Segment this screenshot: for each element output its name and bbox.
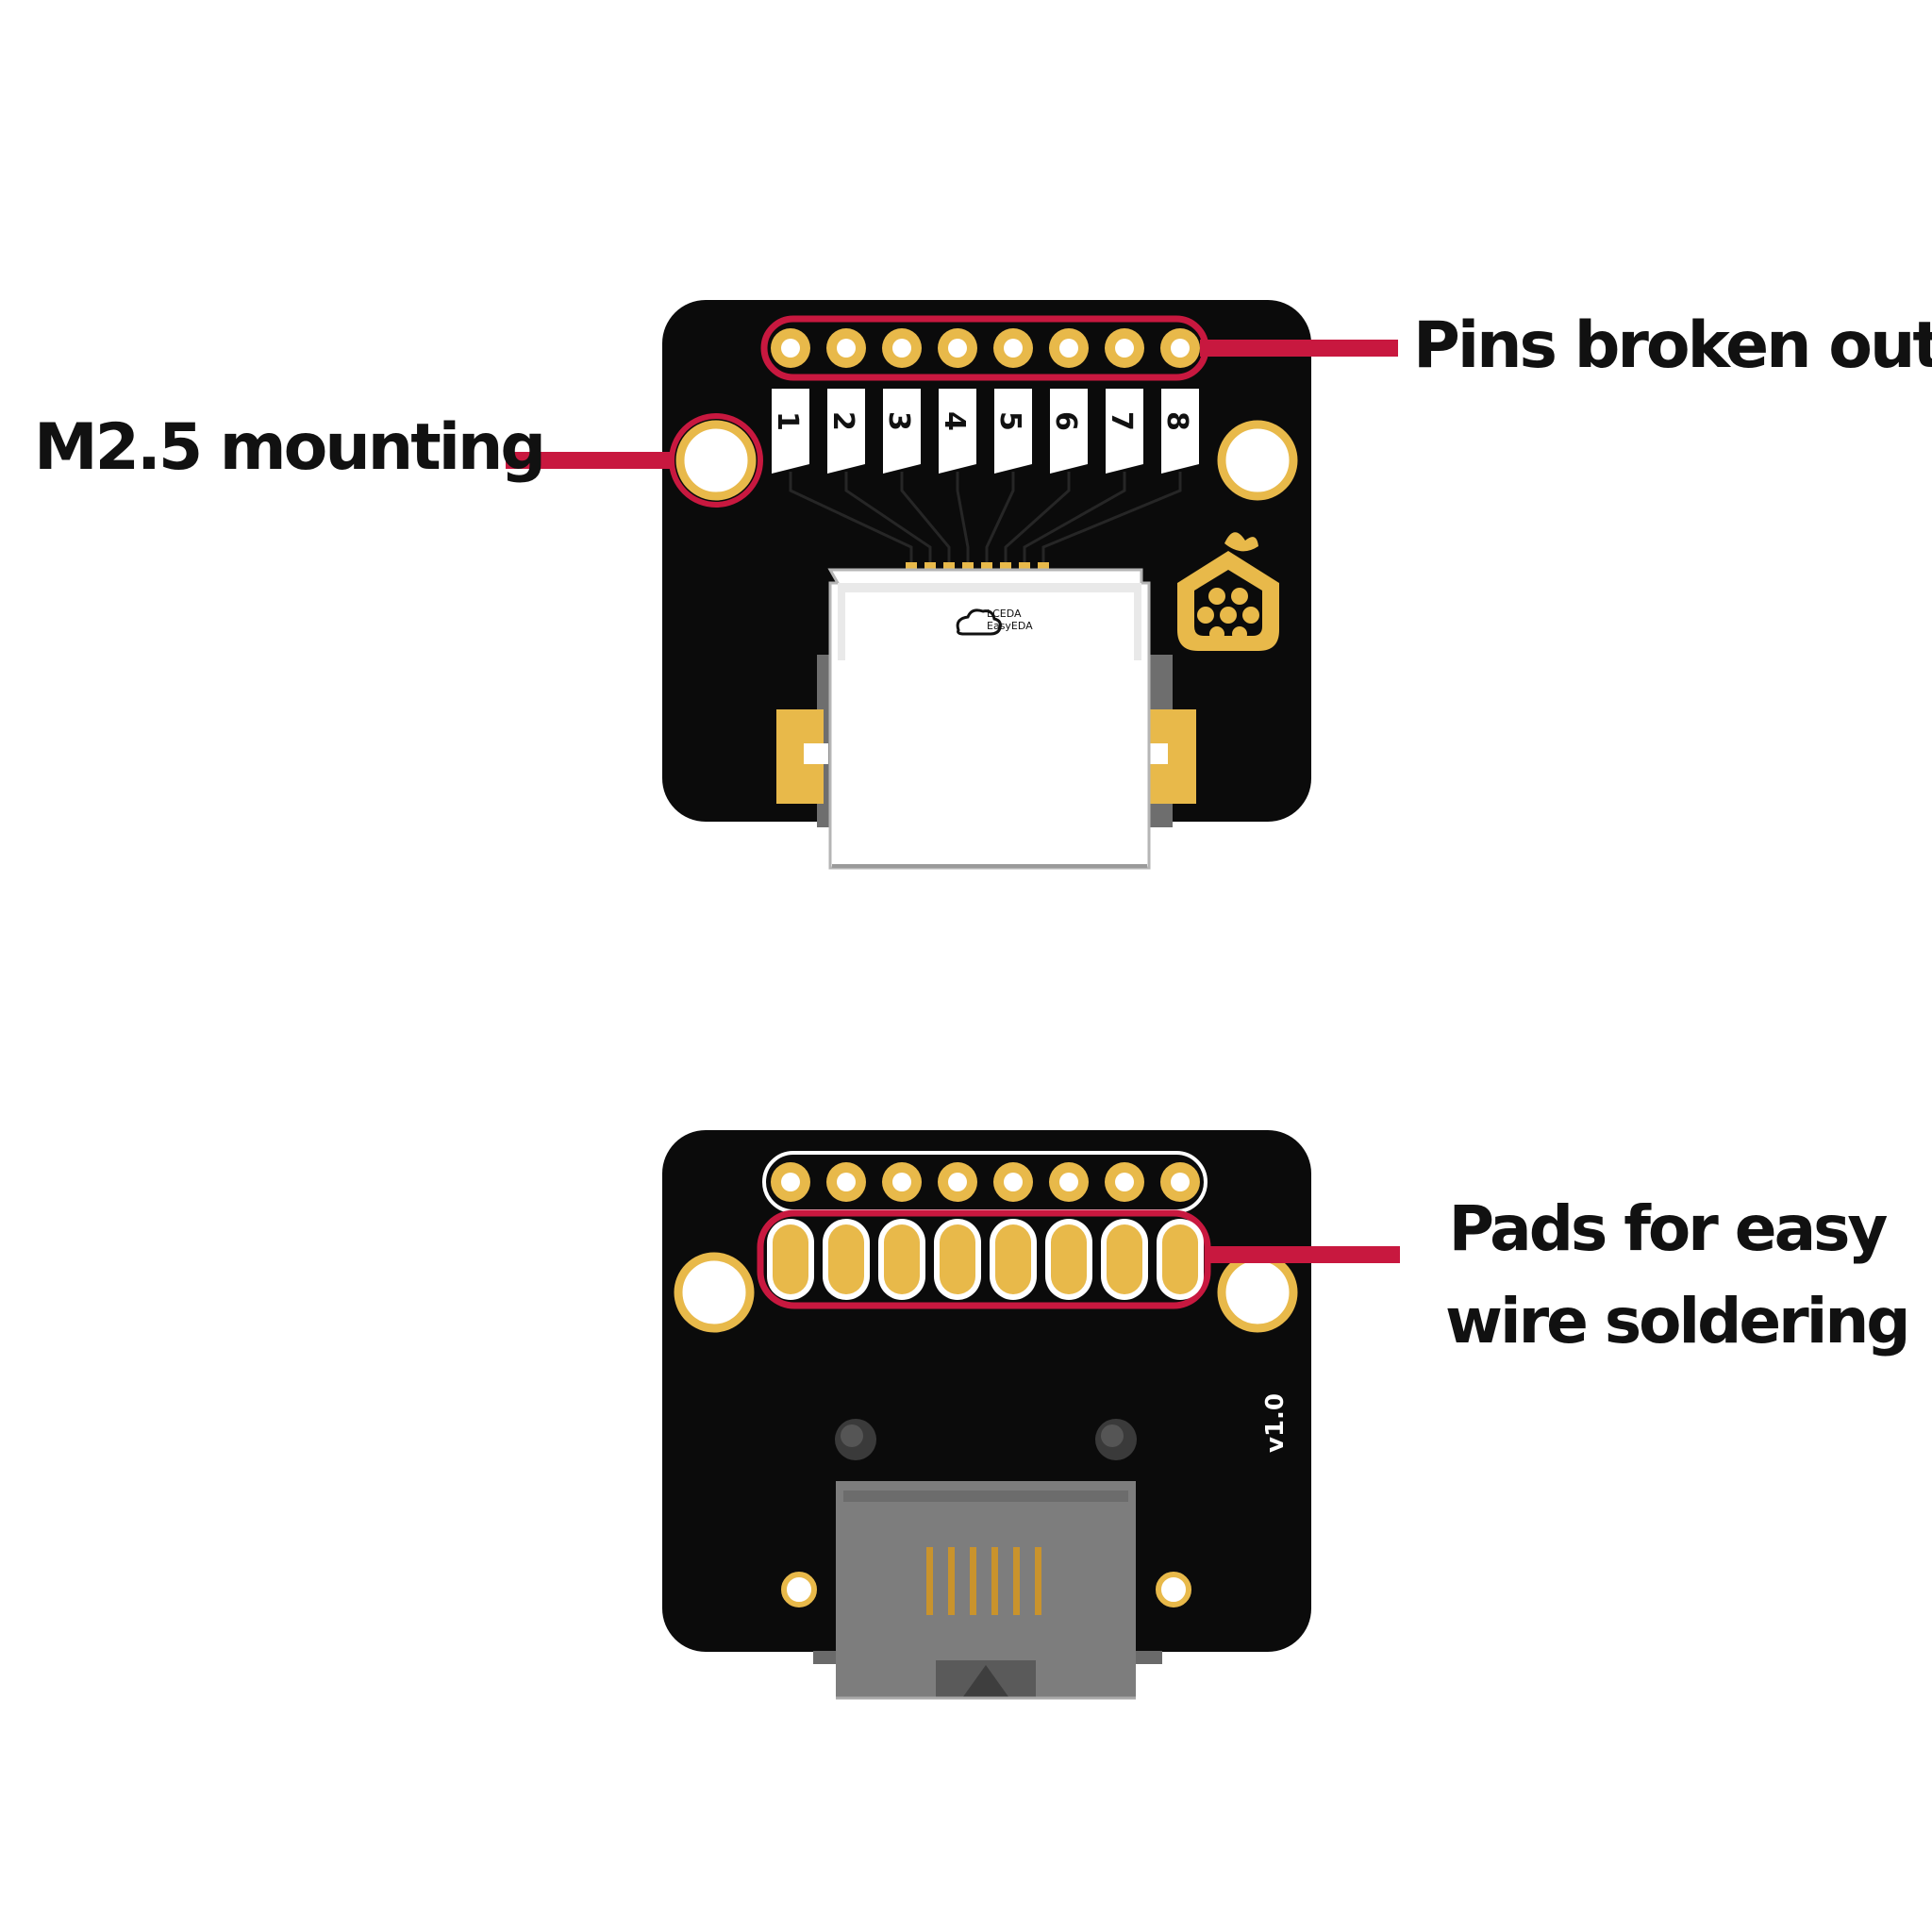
pin-number-label: 4 [938,411,971,431]
rj-contact [991,1547,998,1615]
solder-pad [884,1224,920,1294]
raspberry-logo [1177,532,1279,651]
solder-pad-row [767,1219,1204,1300]
solder-pad [940,1224,975,1294]
board-connector [776,568,1196,870]
callout-label-mounting: M2.5 mounting [34,410,546,485]
callout-label-pads: Pads for easy wire soldering [1445,1183,1911,1368]
rj-contact [1013,1547,1020,1615]
top-pin-labels: 1 2 3 4 5 6 7 8 [771,389,1199,474]
easyeda-logo-text-line1: LCEDA [987,608,1022,620]
callout-label-pads-line1: Pads for easy [1448,1192,1889,1265]
version-label: v1.0 [1261,1393,1290,1453]
pin-number-label: 8 [1160,411,1193,431]
cloud-icon [956,608,1002,636]
pin-label-tag [883,389,921,474]
top-mount-hole-right [1217,420,1298,501]
pin-number-label: 6 [1049,411,1082,431]
pin-label-tag [994,389,1032,474]
pin-label-tag [772,389,809,474]
callout-label-pins: Pins broken out [1413,308,1932,383]
easyeda-logo: LCEDA EasyEDA [956,608,1033,636]
rj-contact [948,1547,955,1615]
pin-number-label: 7 [1105,411,1138,431]
easyeda-logo-text-line2: EasyEDA [987,620,1033,632]
pin-number-label: 1 [771,411,804,431]
bottom-pin-row [771,1162,1200,1202]
rj-contacts [926,1547,1041,1615]
callout-label-pads-line2: wire soldering [1445,1285,1911,1357]
raspberry-leaf-icon [1224,532,1258,552]
top-pin-row [771,328,1200,368]
solder-pad [1051,1224,1087,1294]
pin-label-tag [1106,389,1143,474]
solder-pad [773,1224,808,1294]
pin-label-tag [939,389,976,474]
bottom-mount-hole-right [1217,1252,1298,1333]
bottom-board: v1.0 [662,1130,1311,1700]
pin-number-label: 5 [993,411,1026,431]
top-board: 1 2 3 4 5 6 7 8 LCEDA EasyEDA [662,300,1311,870]
solder-pad [1162,1224,1198,1294]
bottom-mount-hole-left [674,1252,755,1333]
rj-jack [813,1481,1162,1700]
bottom-pads-highlight [757,1209,1211,1309]
pin-label-tag [1050,389,1088,474]
small-hole-left [781,1572,817,1607]
pin-number-label: 2 [826,411,859,431]
top-traces [789,472,1182,564]
rj-contact [926,1547,933,1615]
rj-contact [970,1547,976,1615]
solder-pad [1107,1224,1142,1294]
pin-number-label: 3 [882,411,915,431]
pin-label-tag [1161,389,1199,474]
top-mount-hole-left [675,420,757,501]
pin-label-tag [827,389,865,474]
solder-pad [828,1224,864,1294]
solder-pad [995,1224,1031,1294]
rj-contact [1035,1547,1041,1615]
small-hole-right [1156,1572,1191,1607]
